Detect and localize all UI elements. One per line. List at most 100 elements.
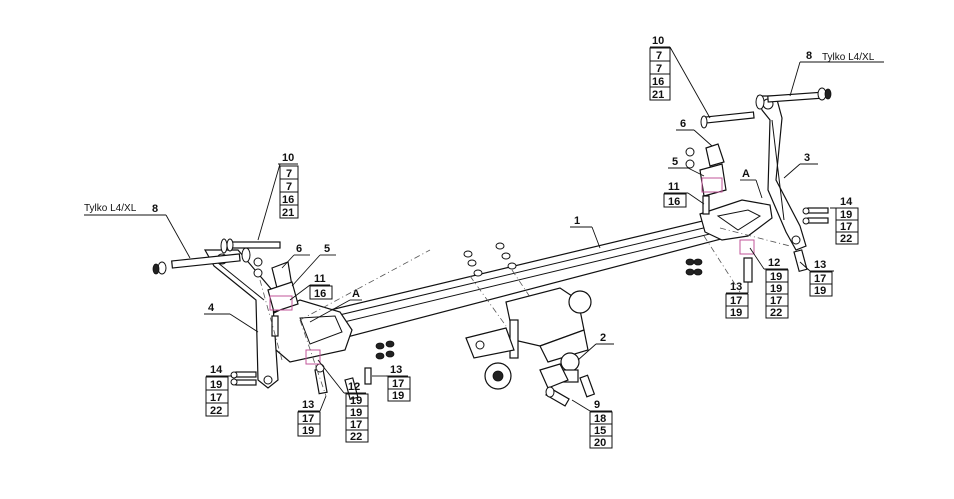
stack-left-12-r4: 22 bbox=[350, 431, 362, 443]
left-bracket-part-4 bbox=[203, 249, 279, 389]
callout-6-left: 6 bbox=[296, 243, 302, 255]
callout-left-4: 4 bbox=[204, 302, 259, 333]
callout-center-1: 1 bbox=[570, 215, 601, 249]
stack-left-12: 12 19 19 17 22 bbox=[317, 359, 369, 443]
stack-center-9-r2: 15 bbox=[594, 425, 606, 437]
callout-4-left: 4 bbox=[208, 302, 215, 314]
stack-left-12-r2: 19 bbox=[350, 407, 362, 419]
stack-right-12: 12 19 19 17 22 bbox=[749, 247, 789, 319]
stack-left-14-r3: 22 bbox=[210, 405, 222, 417]
stack-right-11-r0: 11 bbox=[668, 181, 680, 193]
stack-left-10-r2: 7 bbox=[286, 181, 292, 193]
stack-left-13a-r1: 17 bbox=[302, 413, 314, 425]
stack-right-13a-r1: 17 bbox=[730, 295, 742, 307]
stack-right-13b: 13 17 19 bbox=[799, 259, 834, 297]
stack-left-11-r0: 11 bbox=[314, 273, 326, 285]
long-bolt-left-part-8 bbox=[152, 247, 251, 275]
stack-left-13a-r2: 19 bbox=[302, 425, 314, 437]
construction-lines bbox=[259, 227, 791, 397]
stack-left-10-r0: 10 bbox=[282, 152, 294, 164]
callout-right-A: A bbox=[740, 168, 763, 199]
crossbar-part-1 bbox=[269, 199, 773, 363]
stack-right-10-r3: 16 bbox=[652, 76, 664, 88]
hitch-ball-assembly-part-2 bbox=[465, 287, 592, 390]
stack-left-14-r1: 19 bbox=[210, 379, 222, 391]
stack-right-11: 11 16 bbox=[663, 181, 705, 208]
callout-left-8: Tylko L4/XL 8 bbox=[84, 203, 191, 259]
stack-center-9-r1: 18 bbox=[594, 413, 606, 425]
stack-right-12-r1: 19 bbox=[770, 271, 782, 283]
stack-left-10: 10 7 7 16 21 bbox=[257, 152, 299, 241]
right-clamp-parts-5-6 bbox=[685, 143, 727, 215]
stack-left-12-r3: 17 bbox=[350, 419, 362, 431]
stack-right-10-r2: 7 bbox=[656, 63, 662, 75]
stack-left-10-r4: 21 bbox=[282, 207, 294, 219]
stack-left-14-r2: 17 bbox=[210, 392, 222, 404]
stack-left-13a-r0: 13 bbox=[302, 399, 314, 411]
callout-right-8: 8 Tylko L4/XL bbox=[789, 50, 884, 97]
left-clamp-parts-5-6 bbox=[253, 257, 299, 337]
stack-left-13b: 13 17 19 bbox=[372, 364, 411, 402]
callout-left-A: A bbox=[309, 288, 362, 323]
stack-right-11-r1: 16 bbox=[668, 196, 680, 208]
callout-A-right: A bbox=[742, 168, 750, 180]
stack-right-13b-r2: 19 bbox=[814, 285, 826, 297]
callout-1: 1 bbox=[574, 215, 580, 227]
stack-left-12-r1: 19 bbox=[350, 395, 362, 407]
callout-right-5: 5 bbox=[668, 156, 705, 177]
stack-center-9-r3: 20 bbox=[594, 437, 606, 449]
right-bracket-part-3 bbox=[757, 95, 807, 251]
callout-right-6: 6 bbox=[676, 118, 713, 147]
stack-right-14-r3: 22 bbox=[840, 233, 852, 245]
left-fasteners bbox=[230, 340, 395, 401]
stack-right-12-r2: 19 bbox=[770, 283, 782, 295]
stack-right-14-r0: 14 bbox=[840, 196, 853, 208]
stack-left-14-r0: 14 bbox=[210, 364, 223, 376]
stack-left-10-r3: 16 bbox=[282, 194, 294, 206]
callout-6-right: 6 bbox=[680, 118, 686, 130]
stack-left-12-r0: 12 bbox=[348, 381, 360, 393]
stack-left-11-r1: 16 bbox=[314, 288, 326, 300]
right-fasteners bbox=[685, 207, 829, 293]
stack-right-12-r4: 22 bbox=[770, 307, 782, 319]
callout-2: 2 bbox=[600, 332, 606, 344]
stack-right-12-r3: 17 bbox=[770, 295, 782, 307]
label-tylko-left: Tylko L4/XL bbox=[84, 203, 137, 214]
stack-right-14-r2: 17 bbox=[840, 221, 852, 233]
callout-center-2: 2 bbox=[577, 332, 614, 361]
callout-left-6-5: 6 5 bbox=[281, 243, 336, 287]
stack-right-10-r4: 21 bbox=[652, 89, 664, 101]
callout-right-3: 3 bbox=[783, 152, 818, 179]
bolt-right-part-10 bbox=[700, 111, 755, 129]
stack-center-9-r0: 9 bbox=[594, 399, 600, 411]
ball-bolts-part-9 bbox=[545, 374, 596, 407]
stack-right-13b-r0: 13 bbox=[814, 259, 826, 271]
stack-right-14-r1: 19 bbox=[840, 209, 852, 221]
callout-3: 3 bbox=[804, 152, 810, 164]
stack-left-11: 11 16 bbox=[289, 273, 333, 301]
stack-right-10: 10 7 7 16 21 bbox=[649, 35, 711, 119]
stack-right-14: 14 19 17 22 bbox=[830, 196, 859, 245]
bolt-left-part-10 bbox=[220, 238, 281, 254]
stack-right-13a: 13 17 19 bbox=[725, 281, 749, 319]
stack-right-13b-r1: 17 bbox=[814, 273, 826, 285]
stack-left-13b-r1: 17 bbox=[392, 378, 404, 390]
stack-left-13b-r0: 13 bbox=[390, 364, 402, 376]
stack-right-10-r1: 7 bbox=[656, 50, 662, 62]
stack-left-13a: 13 17 19 bbox=[297, 395, 327, 437]
stack-right-12-r0: 12 bbox=[768, 257, 780, 269]
callout-5-left: 5 bbox=[324, 243, 330, 255]
callout-5-right: 5 bbox=[672, 156, 678, 168]
stack-center-9: 9 18 15 20 bbox=[571, 399, 613, 449]
stack-left-10-r1: 7 bbox=[286, 168, 292, 180]
label-tylko-right: Tylko L4/XL bbox=[822, 52, 875, 63]
stack-right-10-r0: 10 bbox=[652, 35, 664, 47]
long-bolt-right-part-8 bbox=[755, 87, 832, 110]
stack-right-13a-r2: 19 bbox=[730, 307, 742, 319]
callout-A-left: A bbox=[352, 288, 360, 300]
callout-8-left: 8 bbox=[152, 203, 158, 215]
stack-right-13a-r0: 13 bbox=[730, 281, 742, 293]
stack-left-13b-r2: 19 bbox=[392, 390, 404, 402]
